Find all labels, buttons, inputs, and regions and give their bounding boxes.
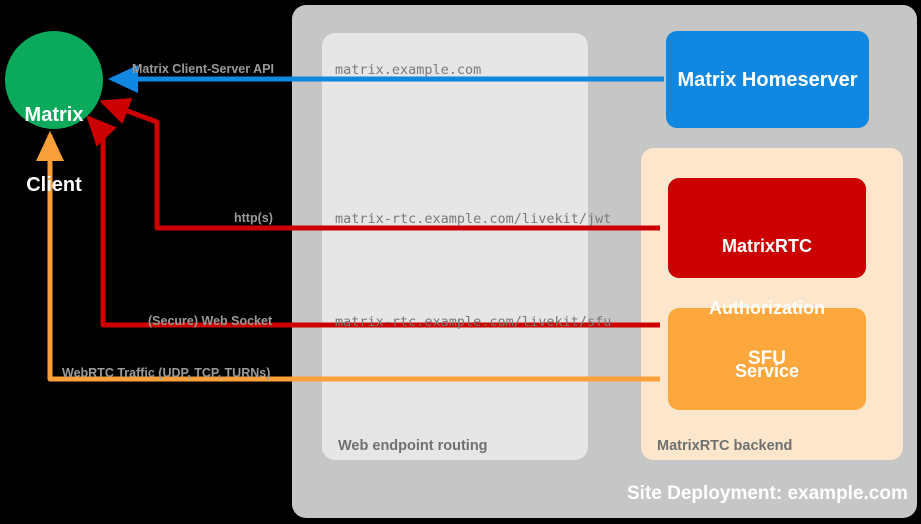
node-matrix-homeserver[interactable] <box>666 31 869 128</box>
flow-webrtc-traffic <box>36 130 660 382</box>
web-endpoint-routing-container <box>322 33 588 460</box>
node-matrixrtc-authorization-service[interactable] <box>668 178 866 278</box>
flow-secure-web-socket <box>86 115 660 328</box>
node-matrix-client[interactable] <box>5 31 103 129</box>
flow-https-jwt <box>99 97 660 231</box>
node-sfu[interactable] <box>668 308 866 410</box>
